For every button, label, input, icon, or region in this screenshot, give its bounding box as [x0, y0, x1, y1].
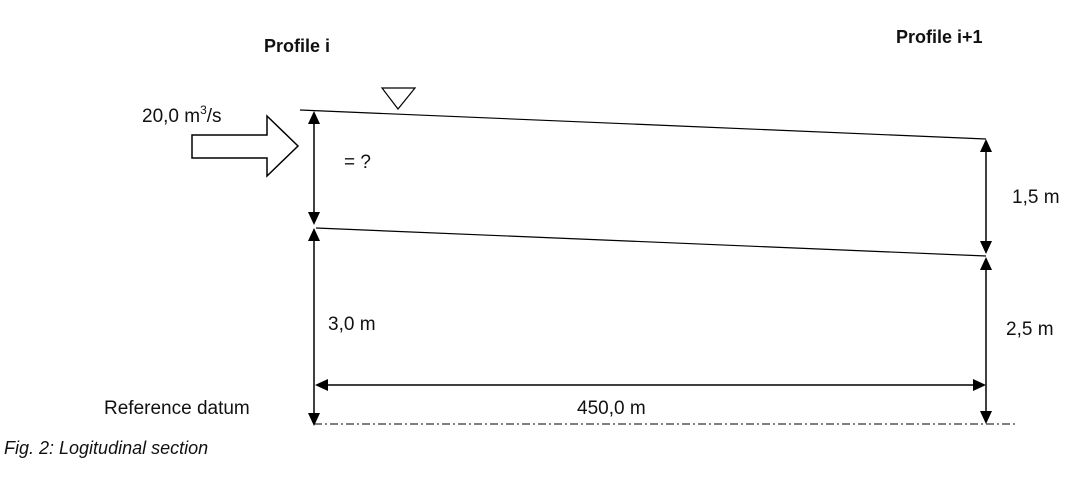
water-surface-line	[299, 109, 987, 140]
water-surface-triangle-icon	[380, 87, 417, 110]
profile-i-label: Profile i	[264, 36, 330, 56]
right-depth-label: 1,5 m	[1012, 187, 1060, 208]
unknown-depth-label: = ?	[344, 152, 371, 173]
right-depth-dimension	[980, 139, 992, 254]
right-bed-height-label: 2,5 m	[1006, 319, 1054, 340]
profile-i-plus-1-label: Profile i+1	[896, 27, 983, 47]
left-depth-dimension	[308, 111, 320, 225]
left-bed-dimension	[308, 228, 320, 426]
channel-bed-line	[315, 227, 987, 257]
discharge-label: 20,0 m3/s	[142, 103, 222, 127]
distance-dimension	[315, 379, 986, 391]
distance-label: 450,0 m	[577, 398, 646, 419]
reference-datum-label: Reference datum	[104, 398, 250, 419]
left-bed-height-label: 3,0 m	[328, 314, 376, 335]
figure-caption: Fig. 2: Logitudinal section	[4, 438, 208, 458]
inflow-arrow-icon	[191, 114, 300, 178]
right-bed-dimension	[980, 257, 992, 424]
